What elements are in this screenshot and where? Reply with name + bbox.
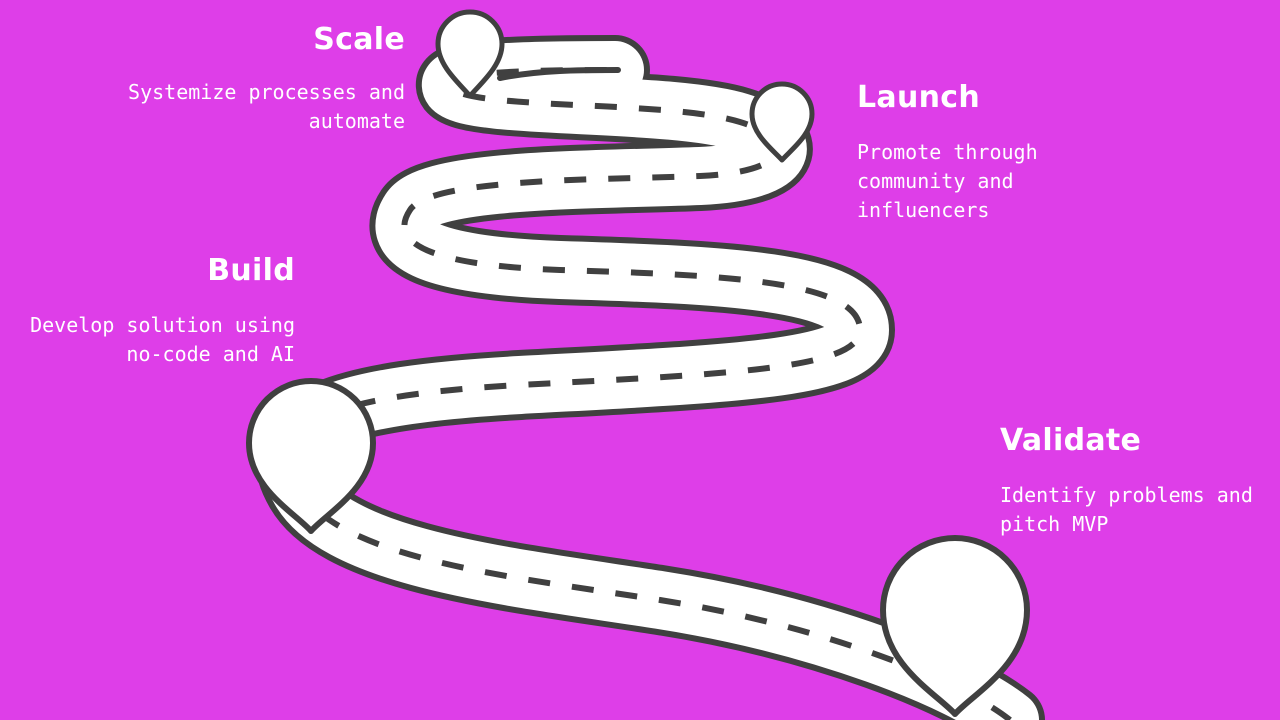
location-pin-icon [435, 9, 505, 99]
milestone-validate: Validate Identify problems and pitch MVP [1000, 423, 1275, 539]
milestone-scale: Scale Systemize processes and automate [60, 22, 405, 136]
pin-scale [435, 9, 505, 99]
milestone-build: Build Develop solution using no-code and… [10, 253, 295, 369]
location-pin-icon [749, 81, 815, 163]
milestone-launch: Launch Promote through community and inf… [857, 80, 1117, 225]
milestone-title: Scale [313, 22, 405, 57]
milestone-description: Systemize processes and automate [128, 80, 405, 133]
winding-road [255, 35, 1045, 720]
location-pin-icon [246, 378, 376, 534]
pin-build [246, 378, 376, 534]
pin-validate [880, 535, 1030, 717]
location-pin-icon [880, 535, 1030, 717]
milestone-description: Develop solution using no-code and AI [30, 313, 295, 366]
milestone-description: Identify problems and pitch MVP [1000, 483, 1253, 536]
milestone-title: Validate [1000, 423, 1142, 458]
milestone-description: Promote through community and influencer… [857, 140, 1038, 222]
pin-launch [749, 81, 815, 163]
road-center-dashes [286, 67, 1012, 720]
milestone-title: Launch [857, 80, 981, 115]
road-tail [497, 67, 621, 81]
milestone-title: Build [207, 253, 295, 288]
